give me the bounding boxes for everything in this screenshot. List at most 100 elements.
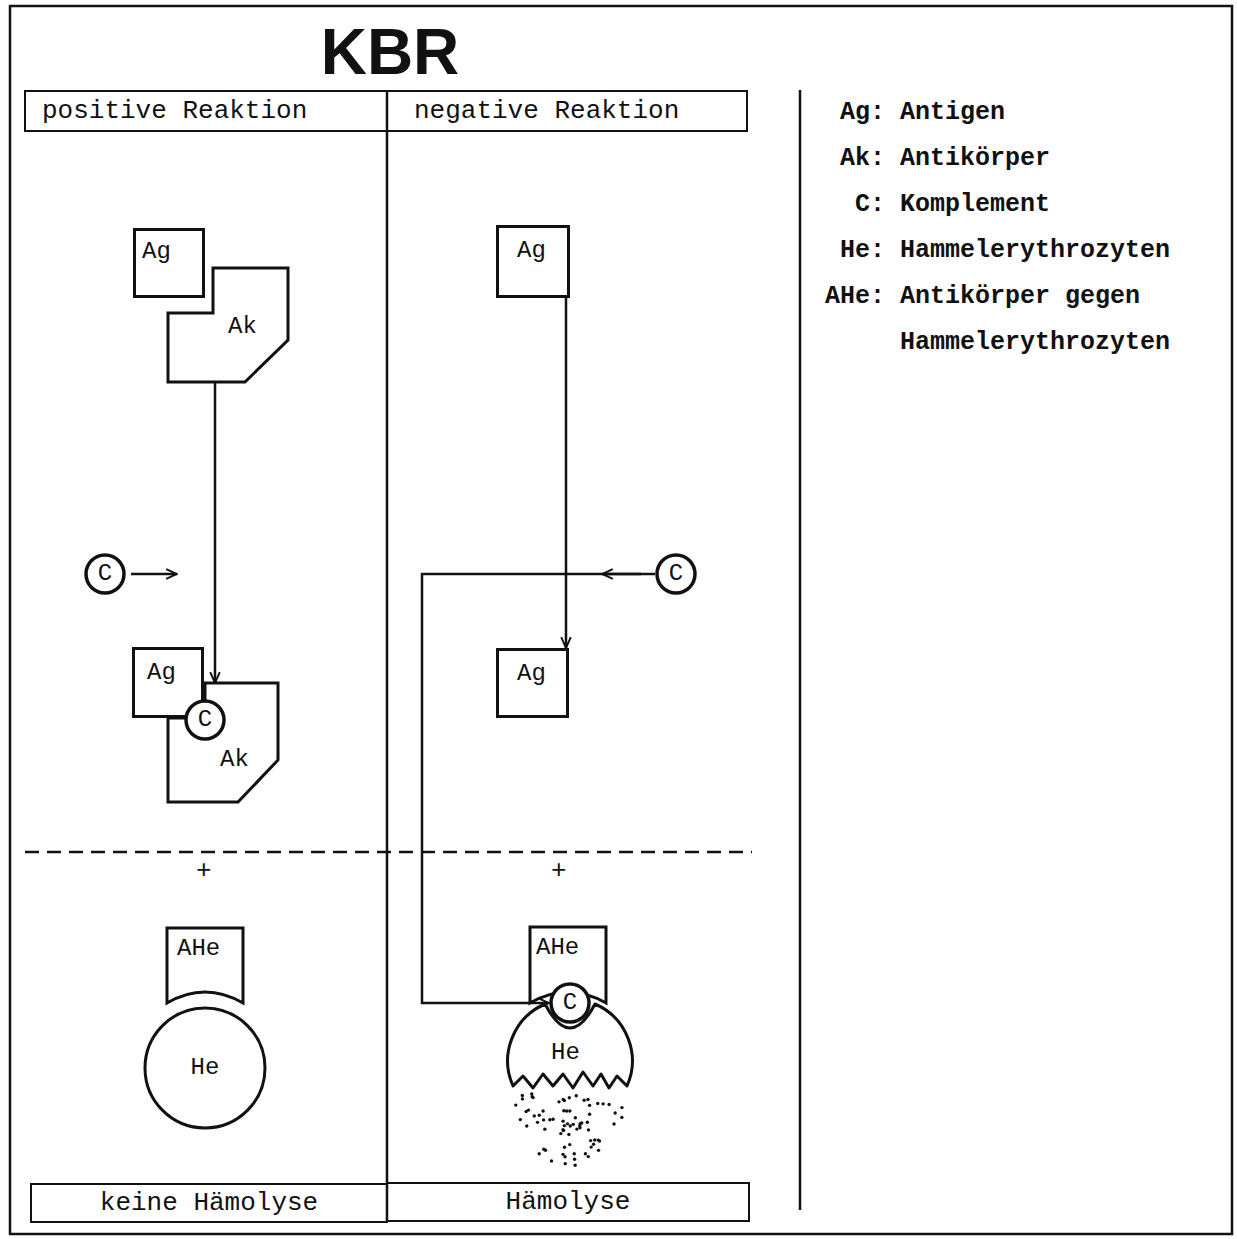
node-label: Ag (517, 661, 546, 687)
hemolysis-dot (580, 1121, 583, 1124)
node-label: keine Hämolyse (100, 1189, 318, 1218)
hemolysis-dot (612, 1122, 615, 1125)
hemolysis-dot (567, 1133, 570, 1136)
legend-entry: He: Hammelerythrozyten (825, 228, 1185, 274)
hemolysis-dot (525, 1124, 528, 1127)
node-label: He (551, 1040, 580, 1066)
reaction-arrow (422, 574, 655, 1003)
node-label: AHe (177, 936, 220, 962)
node-label: Ak (220, 747, 249, 773)
hemolysis-dot (573, 1164, 576, 1167)
antigen-box: Ag (133, 228, 205, 298)
complement-arrow (131, 573, 177, 576)
hemolysis-dot (568, 1109, 571, 1112)
reaction-header-box: negative Reaktion (386, 90, 748, 132)
antibody-outline (168, 683, 278, 802)
reaction-arrow (214, 382, 217, 683)
hemolysis-dot (538, 1152, 541, 1155)
antibody-outline (168, 268, 288, 382)
hemolysis-dot (588, 1113, 591, 1116)
complement-ring (186, 701, 224, 739)
hemolysis-dot (596, 1102, 599, 1105)
node-label: C (563, 990, 577, 1016)
hemolysis-dot (572, 1123, 575, 1126)
hemolysis-dot (620, 1106, 623, 1109)
hemolysis-dot (530, 1092, 533, 1095)
reaction-arrow (565, 298, 568, 648)
node-label: Hämolyse (506, 1188, 631, 1217)
hemolysis-dot (613, 1111, 616, 1114)
antibody-shape: Ak (168, 683, 278, 802)
legend-entry: AHe: Antikörper gegen Hammelerythrozyten (825, 274, 1185, 366)
hemolysis-dot (562, 1129, 565, 1132)
hemolysis-dot (538, 1114, 541, 1117)
hemolysis-dot (575, 1127, 578, 1130)
hemolysis-dot (559, 1132, 562, 1135)
hemolysis-dot (597, 1149, 600, 1152)
hemolysis-dot (551, 1118, 554, 1121)
dashed-separator (25, 851, 752, 854)
hemolysis-dot (561, 1128, 564, 1131)
hemolysis-dot (561, 1098, 564, 1101)
hemolysis-dot (536, 1121, 539, 1124)
node-label: C (198, 707, 212, 733)
diagram-title: KBR (240, 16, 540, 88)
lysed-erythrocyte: He (505, 996, 635, 1171)
complement-ring (86, 555, 124, 593)
hemolysis-dot (586, 1120, 589, 1123)
hemolysis-dot (592, 1143, 595, 1146)
complement-circle: C (655, 553, 697, 595)
hemolysis-dot (550, 1159, 553, 1162)
anti-erythrocyte-antibody: AHe (167, 928, 243, 1003)
hemolysis-dot (588, 1104, 591, 1107)
complement-circle: C (84, 553, 126, 595)
legend-divider (799, 90, 802, 1210)
hemolysis-dot (569, 1124, 572, 1127)
hemolysis-dot (531, 1096, 534, 1099)
column-divider (386, 90, 389, 1222)
hemolysis-dot (561, 1119, 564, 1122)
result-box: keine Hämolyse (30, 1183, 388, 1223)
legend-entry: Ag: Antigen (825, 90, 1185, 136)
complement-ring (657, 555, 695, 593)
hemolysis-dot (601, 1102, 604, 1105)
outer-frame (10, 6, 1232, 1234)
legend-entry: Ak: Antikörper (825, 136, 1185, 182)
hemolysis-dot (589, 1145, 592, 1148)
node-label: AHe (536, 935, 579, 961)
hemolysis-dot (557, 1100, 560, 1103)
hemolysis-dot (578, 1126, 581, 1129)
hemolysis-dot (593, 1138, 596, 1141)
hemolysis-dot (543, 1127, 546, 1130)
hemolysis-dot (548, 1118, 551, 1121)
hemolysis-dot (575, 1094, 578, 1097)
antigen-box: Ag (496, 225, 570, 298)
legend-entry: C: Komplement (825, 182, 1185, 228)
reaction-header-box: positive Reaktion (24, 90, 388, 132)
hemolysis-dot (533, 1114, 536, 1117)
shape-outline (168, 683, 278, 802)
hemolysis-dot (582, 1099, 585, 1102)
sheep-erythrocyte: He (143, 1006, 267, 1130)
hemolysis-dot (589, 1139, 592, 1142)
hemolysis-dot (519, 1118, 522, 1121)
shape-outline (505, 996, 635, 1171)
hemolysis-dot (542, 1118, 545, 1121)
node-label: negative Reaktion (414, 97, 679, 126)
hemolysis-dot (542, 1147, 545, 1150)
hemolysis-dot (564, 1162, 567, 1165)
plus-sign: + (196, 857, 212, 885)
complement-ring (551, 984, 589, 1022)
hemolysis-dot (514, 1103, 517, 1106)
hemolysis-dot (565, 1109, 568, 1112)
node-label: C (669, 561, 683, 587)
hemolysis-dot (521, 1097, 524, 1100)
hemolysis-dot (566, 1122, 569, 1125)
hemolysis-dot (573, 1158, 576, 1161)
hemolysis-dot (586, 1098, 589, 1101)
hemolysis-dot (541, 1109, 544, 1112)
plus-sign: + (551, 857, 567, 885)
hemolysis-dot (521, 1094, 524, 1097)
node-label: Ag (517, 238, 546, 264)
